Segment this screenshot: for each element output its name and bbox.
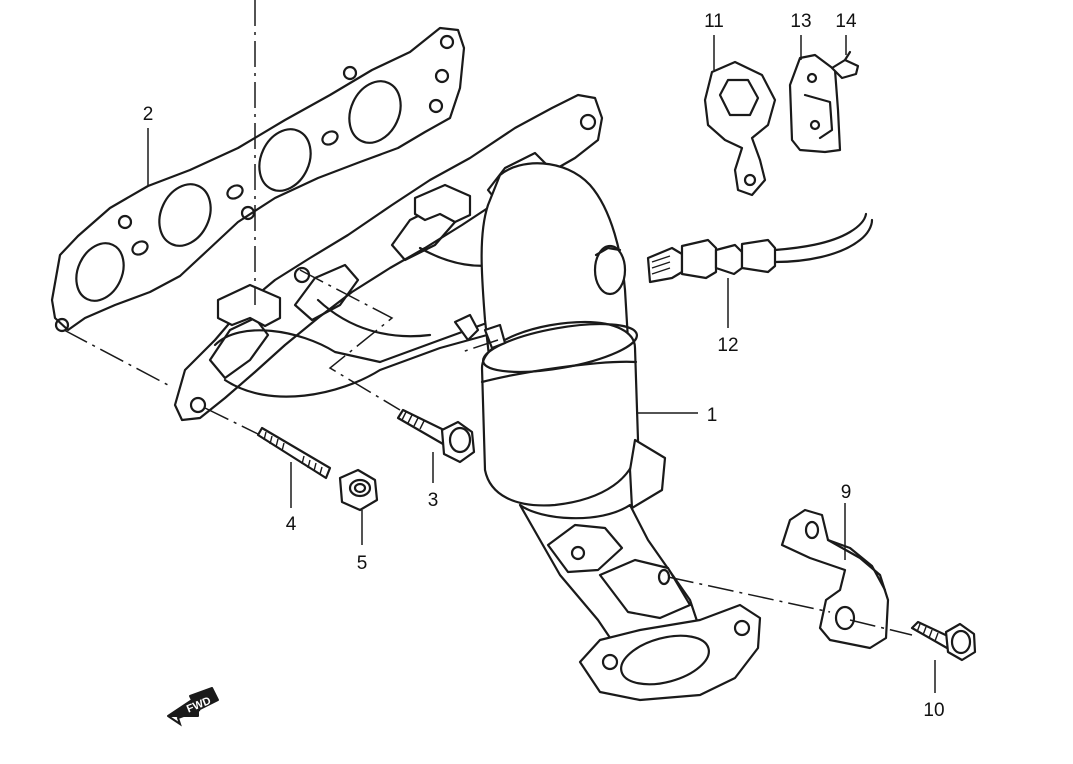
flange-nut xyxy=(338,468,379,512)
callout-13: 13 xyxy=(790,11,811,32)
small-bolt xyxy=(830,50,860,80)
manifold-bolt xyxy=(396,408,476,464)
exhaust-manifold-gasket xyxy=(50,26,466,333)
callout-1: 1 xyxy=(707,405,718,426)
callout-14: 14 xyxy=(835,11,857,32)
callout-4: 4 xyxy=(286,514,297,535)
callout-11: 11 xyxy=(704,11,724,32)
callout-5: 5 xyxy=(357,553,368,574)
oxygen-sensor xyxy=(646,212,874,284)
callout-3: 3 xyxy=(428,490,439,511)
stud-bolt xyxy=(256,426,332,480)
exhaust-manifold-assembly xyxy=(173,93,762,702)
mounting-plate xyxy=(788,53,842,154)
callout-labels: 2 1 3 4 5 9 10 11 12 13 14 xyxy=(143,11,945,721)
callout-9: 9 xyxy=(841,482,852,503)
forward-direction-arrow: FWD xyxy=(167,687,219,727)
callout-2: 2 xyxy=(143,104,154,125)
callout-12: 12 xyxy=(717,335,738,356)
alignment-lines xyxy=(63,0,913,636)
leader-lines xyxy=(147,35,936,693)
bracket-bolt xyxy=(910,620,977,662)
callout-10: 10 xyxy=(923,700,944,721)
support-bracket xyxy=(780,508,890,650)
cover-clip xyxy=(703,60,777,197)
